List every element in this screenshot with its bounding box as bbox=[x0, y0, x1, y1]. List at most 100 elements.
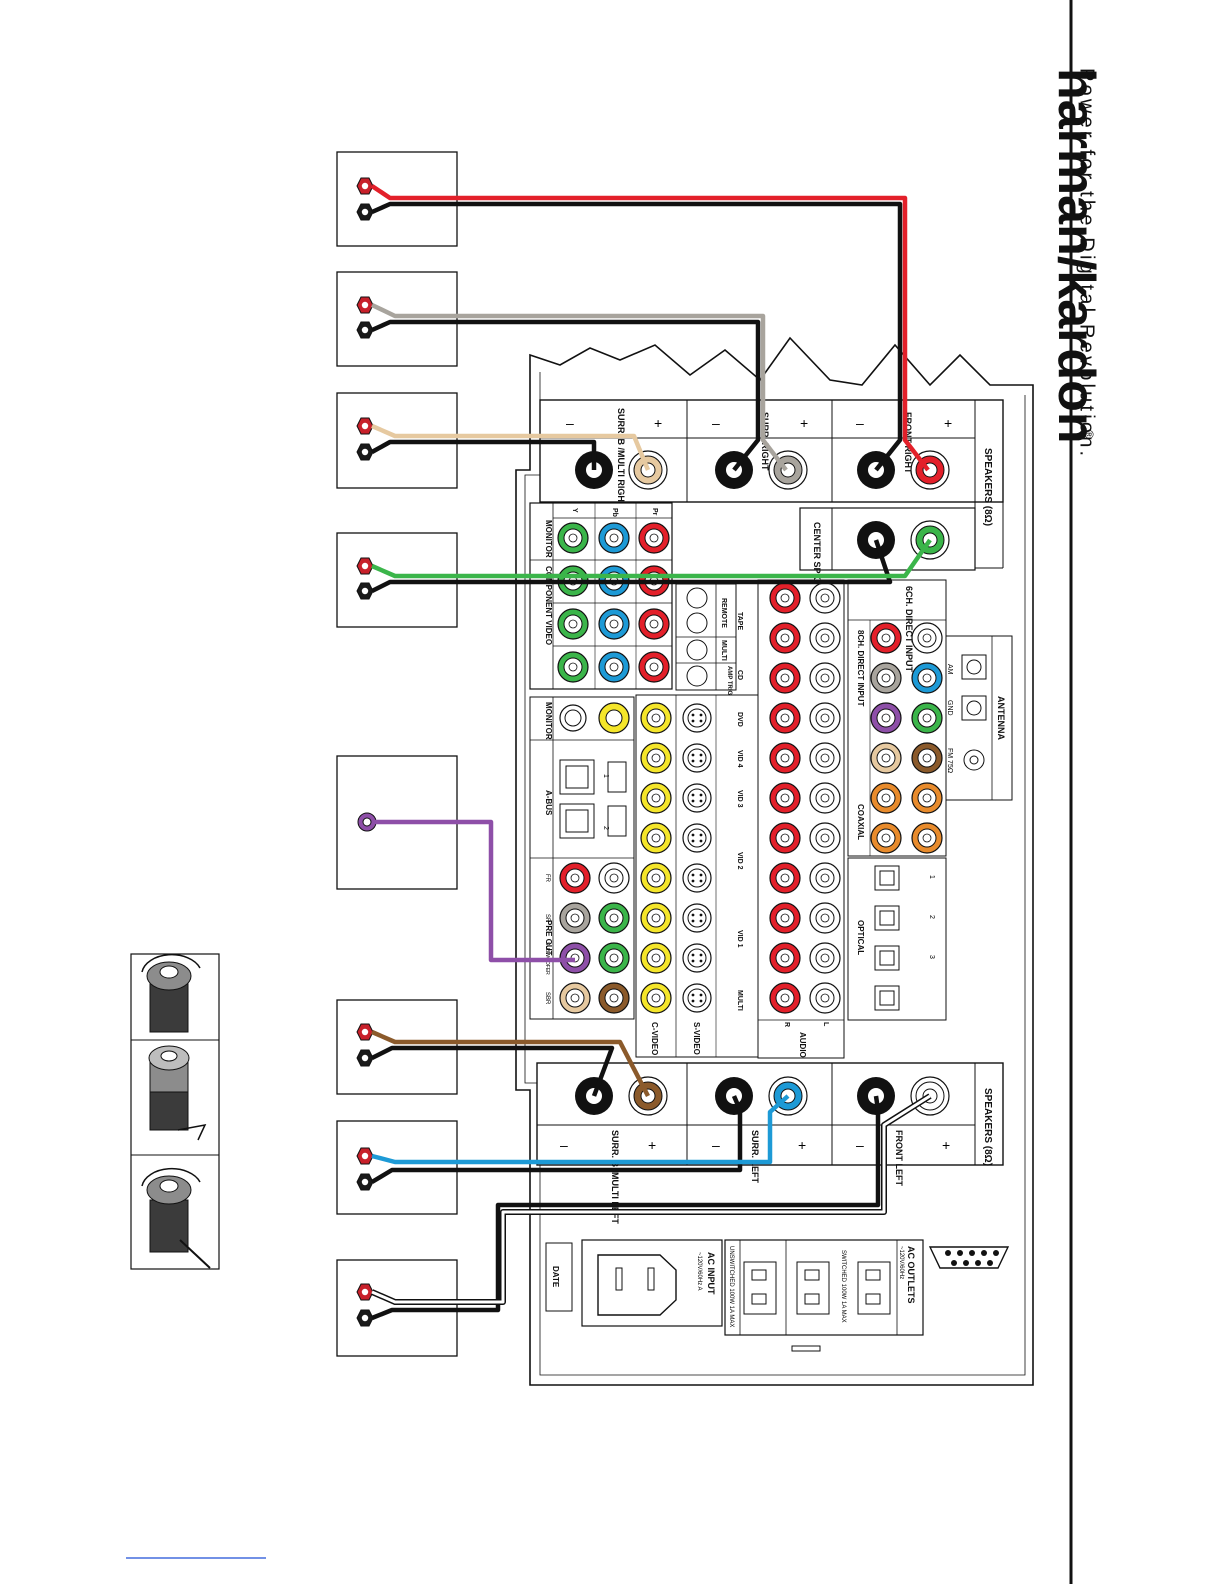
optical-jack[interactable] bbox=[874, 865, 900, 891]
pre-out-jack[interactable] bbox=[598, 942, 630, 974]
label-pre-out: PRE OUT bbox=[544, 920, 553, 956]
component-video-jack[interactable] bbox=[598, 651, 630, 683]
label-monitor: MONITOR bbox=[544, 520, 553, 558]
svideo-jack[interactable] bbox=[682, 783, 712, 813]
audio-l-jack[interactable] bbox=[809, 582, 841, 614]
audio-l-jack[interactable] bbox=[809, 782, 841, 814]
audio-r-jack[interactable] bbox=[769, 822, 801, 854]
composite-video-jack[interactable] bbox=[640, 942, 672, 974]
direct-input-jack[interactable] bbox=[870, 662, 902, 694]
direct-input-jack[interactable] bbox=[911, 742, 943, 774]
audio-l-jack[interactable] bbox=[809, 622, 841, 654]
direct-input-jack[interactable] bbox=[870, 822, 902, 854]
audio-r-jack[interactable] bbox=[769, 622, 801, 654]
pre-out-jack[interactable] bbox=[559, 982, 591, 1014]
optical-jack[interactable] bbox=[874, 985, 900, 1011]
component-video-jack[interactable] bbox=[638, 608, 670, 640]
component-video-jack[interactable] bbox=[598, 608, 630, 640]
audio-l-jack[interactable] bbox=[809, 662, 841, 694]
ac-outlet[interactable] bbox=[796, 1261, 830, 1315]
direct-input-jack[interactable] bbox=[911, 622, 943, 654]
composite-video-jack[interactable] bbox=[640, 902, 672, 934]
abus-jack-2[interactable] bbox=[559, 803, 595, 839]
component-video-jack[interactable] bbox=[557, 522, 589, 554]
component-video-jack[interactable] bbox=[638, 651, 670, 683]
audio-r-jack[interactable] bbox=[769, 662, 801, 694]
pre-out-jack[interactable] bbox=[598, 902, 630, 934]
svideo-jack[interactable] bbox=[682, 823, 712, 853]
optical-jack[interactable] bbox=[874, 905, 900, 931]
svideo-jack[interactable] bbox=[682, 903, 712, 933]
pre-out-jack[interactable] bbox=[559, 862, 591, 894]
speaker-surr-left bbox=[336, 1120, 458, 1215]
terminal-surr-right-plus[interactable] bbox=[768, 450, 808, 490]
composite-video-jack[interactable] bbox=[640, 862, 672, 894]
audio-r-jack[interactable] bbox=[769, 742, 801, 774]
direct-input-jack[interactable] bbox=[870, 782, 902, 814]
audio-l-jack[interactable] bbox=[809, 982, 841, 1014]
component-video-jack[interactable] bbox=[598, 522, 630, 554]
direct-input-jack[interactable] bbox=[870, 742, 902, 774]
svideo-jack[interactable] bbox=[682, 743, 712, 773]
composite-video-jack[interactable] bbox=[640, 702, 672, 734]
audio-r-jack[interactable] bbox=[769, 582, 801, 614]
svideo-monitor-jack[interactable] bbox=[559, 704, 587, 732]
audio-r-jack[interactable] bbox=[769, 942, 801, 974]
ac-outlet[interactable] bbox=[857, 1261, 891, 1315]
pre-out-jack[interactable] bbox=[559, 902, 591, 934]
audio-r-jack[interactable] bbox=[769, 782, 801, 814]
svideo-jack[interactable] bbox=[682, 703, 712, 733]
cvideo-monitor-jack[interactable] bbox=[598, 702, 630, 734]
composite-video-jack[interactable] bbox=[640, 982, 672, 1014]
svideo-jack[interactable] bbox=[682, 983, 712, 1013]
wire-surr-left-negative bbox=[370, 1095, 743, 1184]
direct-input-jack[interactable] bbox=[911, 782, 943, 814]
direct-input-jack[interactable] bbox=[870, 622, 902, 654]
label-svideo: S-VIDEO bbox=[692, 1022, 701, 1055]
pre-out-jack[interactable] bbox=[598, 862, 630, 894]
jack-remote-in[interactable] bbox=[686, 587, 708, 609]
direct-input-jack[interactable] bbox=[911, 702, 943, 734]
audio-l-jack[interactable] bbox=[809, 822, 841, 854]
pre-out-jack[interactable] bbox=[598, 982, 630, 1014]
terminal-surrb-right-plus[interactable] bbox=[628, 450, 668, 490]
component-video-jack[interactable] bbox=[557, 651, 589, 683]
terminal-center-plus[interactable] bbox=[910, 520, 950, 560]
abus-jack-1[interactable] bbox=[559, 759, 595, 795]
antenna-fm-terminal[interactable] bbox=[963, 749, 985, 771]
audio-l-jack[interactable] bbox=[809, 702, 841, 734]
component-video-jack[interactable] bbox=[557, 608, 589, 640]
svideo-jack[interactable] bbox=[682, 943, 712, 973]
antenna-am-terminal[interactable] bbox=[961, 654, 987, 680]
audio-l-jack[interactable] bbox=[809, 742, 841, 774]
audio-l-jack[interactable] bbox=[809, 902, 841, 934]
audio-r-jack[interactable] bbox=[769, 702, 801, 734]
composite-video-jack[interactable] bbox=[640, 742, 672, 774]
jack-trigger-out[interactable] bbox=[686, 665, 708, 687]
antenna-gnd-terminal[interactable] bbox=[961, 695, 987, 721]
ac-input-socket[interactable] bbox=[597, 1254, 677, 1316]
direct-input-jack[interactable] bbox=[911, 662, 943, 694]
rs232-port[interactable] bbox=[928, 1246, 1010, 1269]
jack-multi-in[interactable] bbox=[686, 639, 708, 661]
terminal-surrb-left-plus[interactable] bbox=[628, 1076, 668, 1116]
terminal-front-left-plus[interactable] bbox=[910, 1076, 950, 1116]
terminal-front-right-plus[interactable] bbox=[910, 450, 950, 490]
component-video-jack[interactable] bbox=[638, 522, 670, 554]
optical-number: 1 bbox=[928, 875, 935, 879]
optical-jack[interactable] bbox=[874, 945, 900, 971]
composite-video-jack[interactable] bbox=[640, 782, 672, 814]
direct-input-jack[interactable] bbox=[870, 702, 902, 734]
composite-video-jack[interactable] bbox=[640, 822, 672, 854]
audio-l-jack[interactable] bbox=[809, 862, 841, 894]
label-vid1: VID 1 bbox=[736, 930, 743, 948]
svideo-jack[interactable] bbox=[682, 863, 712, 893]
audio-r-jack[interactable] bbox=[769, 982, 801, 1014]
direct-input-jack[interactable] bbox=[911, 822, 943, 854]
ac-outlet[interactable] bbox=[743, 1261, 777, 1315]
jack-remote-out[interactable] bbox=[686, 612, 708, 634]
audio-r-jack[interactable] bbox=[769, 902, 801, 934]
audio-l-jack[interactable] bbox=[809, 942, 841, 974]
audio-r-jack[interactable] bbox=[769, 862, 801, 894]
terminal-surr-left-plus[interactable] bbox=[768, 1076, 808, 1116]
